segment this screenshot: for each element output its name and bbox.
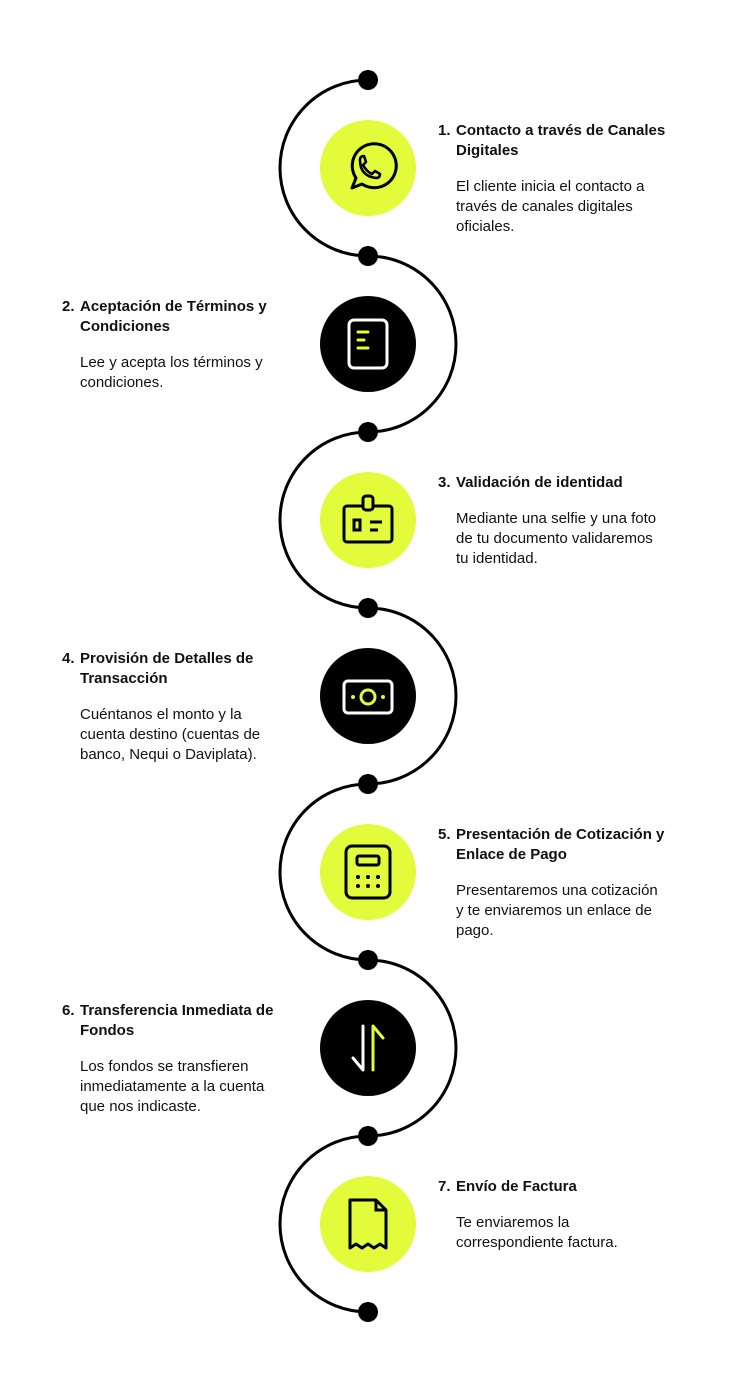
step-title-text: Transferencia Inmediata de Fondos bbox=[80, 1002, 274, 1039]
step-number: 5. bbox=[438, 826, 451, 843]
timeline-dot bbox=[358, 422, 378, 442]
step-circle bbox=[320, 824, 416, 920]
timeline-dot bbox=[358, 598, 378, 618]
step-badge bbox=[320, 1176, 416, 1272]
document-icon bbox=[347, 318, 389, 370]
step-title: 4. Provisión de Detalles de Transacción bbox=[62, 649, 292, 689]
id-badge-icon bbox=[342, 494, 394, 544]
step-description: Presentaremos una cotización y te enviar… bbox=[456, 882, 658, 939]
step-title: 3. Validación de identidad bbox=[438, 473, 668, 493]
step-badge bbox=[320, 1000, 416, 1096]
step-title: 7. Envío de Factura bbox=[438, 1177, 668, 1197]
step-7: 7. Envío de Factura Te enviaremos la corre… bbox=[438, 1177, 668, 1253]
step-title: 6. Transferencia Inmediata de Fondos bbox=[62, 1001, 292, 1041]
step-title-text: Aceptación de Términos y Condiciones bbox=[80, 298, 267, 335]
step-description: Te enviaremos la correspondiente factura… bbox=[456, 1214, 618, 1251]
step-description: Cuéntanos el monto y la cuenta destino (… bbox=[80, 706, 261, 763]
calculator-icon bbox=[344, 844, 392, 900]
timeline-dot bbox=[358, 246, 378, 266]
timeline-dot bbox=[358, 70, 378, 90]
step-title-text: Validación de identidad bbox=[456, 474, 623, 491]
step-number: 4. bbox=[62, 650, 75, 667]
receipt-icon bbox=[348, 1198, 388, 1250]
step-description: El cliente inicia el contacto a través d… bbox=[456, 178, 645, 235]
step-circle bbox=[320, 1000, 416, 1096]
step-description: Mediante una selfie y una foto de tu doc… bbox=[456, 510, 657, 567]
step-circle bbox=[320, 648, 416, 744]
step-circle bbox=[320, 296, 416, 392]
step-5: 5. Presentación de Cotización y Enlace de… bbox=[438, 825, 668, 941]
step-badge bbox=[320, 824, 416, 920]
step-circle bbox=[320, 472, 416, 568]
step-number: 1. bbox=[438, 122, 451, 139]
timeline-dot bbox=[358, 774, 378, 794]
step-circle bbox=[320, 120, 416, 216]
step-circle bbox=[320, 1176, 416, 1272]
timeline-curve bbox=[278, 78, 458, 1314]
step-number: 3. bbox=[438, 474, 451, 491]
timeline-dot bbox=[358, 950, 378, 970]
banknote-icon bbox=[342, 679, 394, 715]
step-title-text: Envío de Factura bbox=[456, 1178, 577, 1195]
step-badge bbox=[320, 120, 416, 216]
step-badge bbox=[320, 472, 416, 568]
whatsapp-icon bbox=[350, 142, 398, 190]
step-title: 1. Contacto a través de Canales Digitales bbox=[438, 121, 668, 161]
step-number: 2. bbox=[62, 298, 75, 315]
timeline-dot bbox=[358, 1302, 378, 1322]
step-title-text: Provisión de Detalles de Transacción bbox=[80, 650, 254, 687]
transfer-arrows-icon bbox=[351, 1024, 385, 1072]
step-title: 2. Aceptación de Términos y Condiciones bbox=[62, 297, 292, 337]
step-title: 5. Presentación de Cotización y Enlace de… bbox=[438, 825, 668, 865]
step-number: 6. bbox=[62, 1002, 75, 1019]
step-1: 1. Contacto a través de Canales Digitales… bbox=[438, 121, 668, 237]
timeline-dot bbox=[358, 1126, 378, 1146]
step-description: Lee y acepta los términos y condiciones. bbox=[80, 354, 263, 391]
step-badge bbox=[320, 648, 416, 744]
step-description: Los fondos se transfieren inmediatamente… bbox=[80, 1058, 265, 1115]
step-number: 7. bbox=[438, 1178, 451, 1195]
step-title-text: Contacto a través de Canales Digitales bbox=[456, 122, 666, 159]
step-title-text: Presentación de Cotización y Enlace de P… bbox=[456, 826, 665, 863]
step-badge bbox=[320, 296, 416, 392]
